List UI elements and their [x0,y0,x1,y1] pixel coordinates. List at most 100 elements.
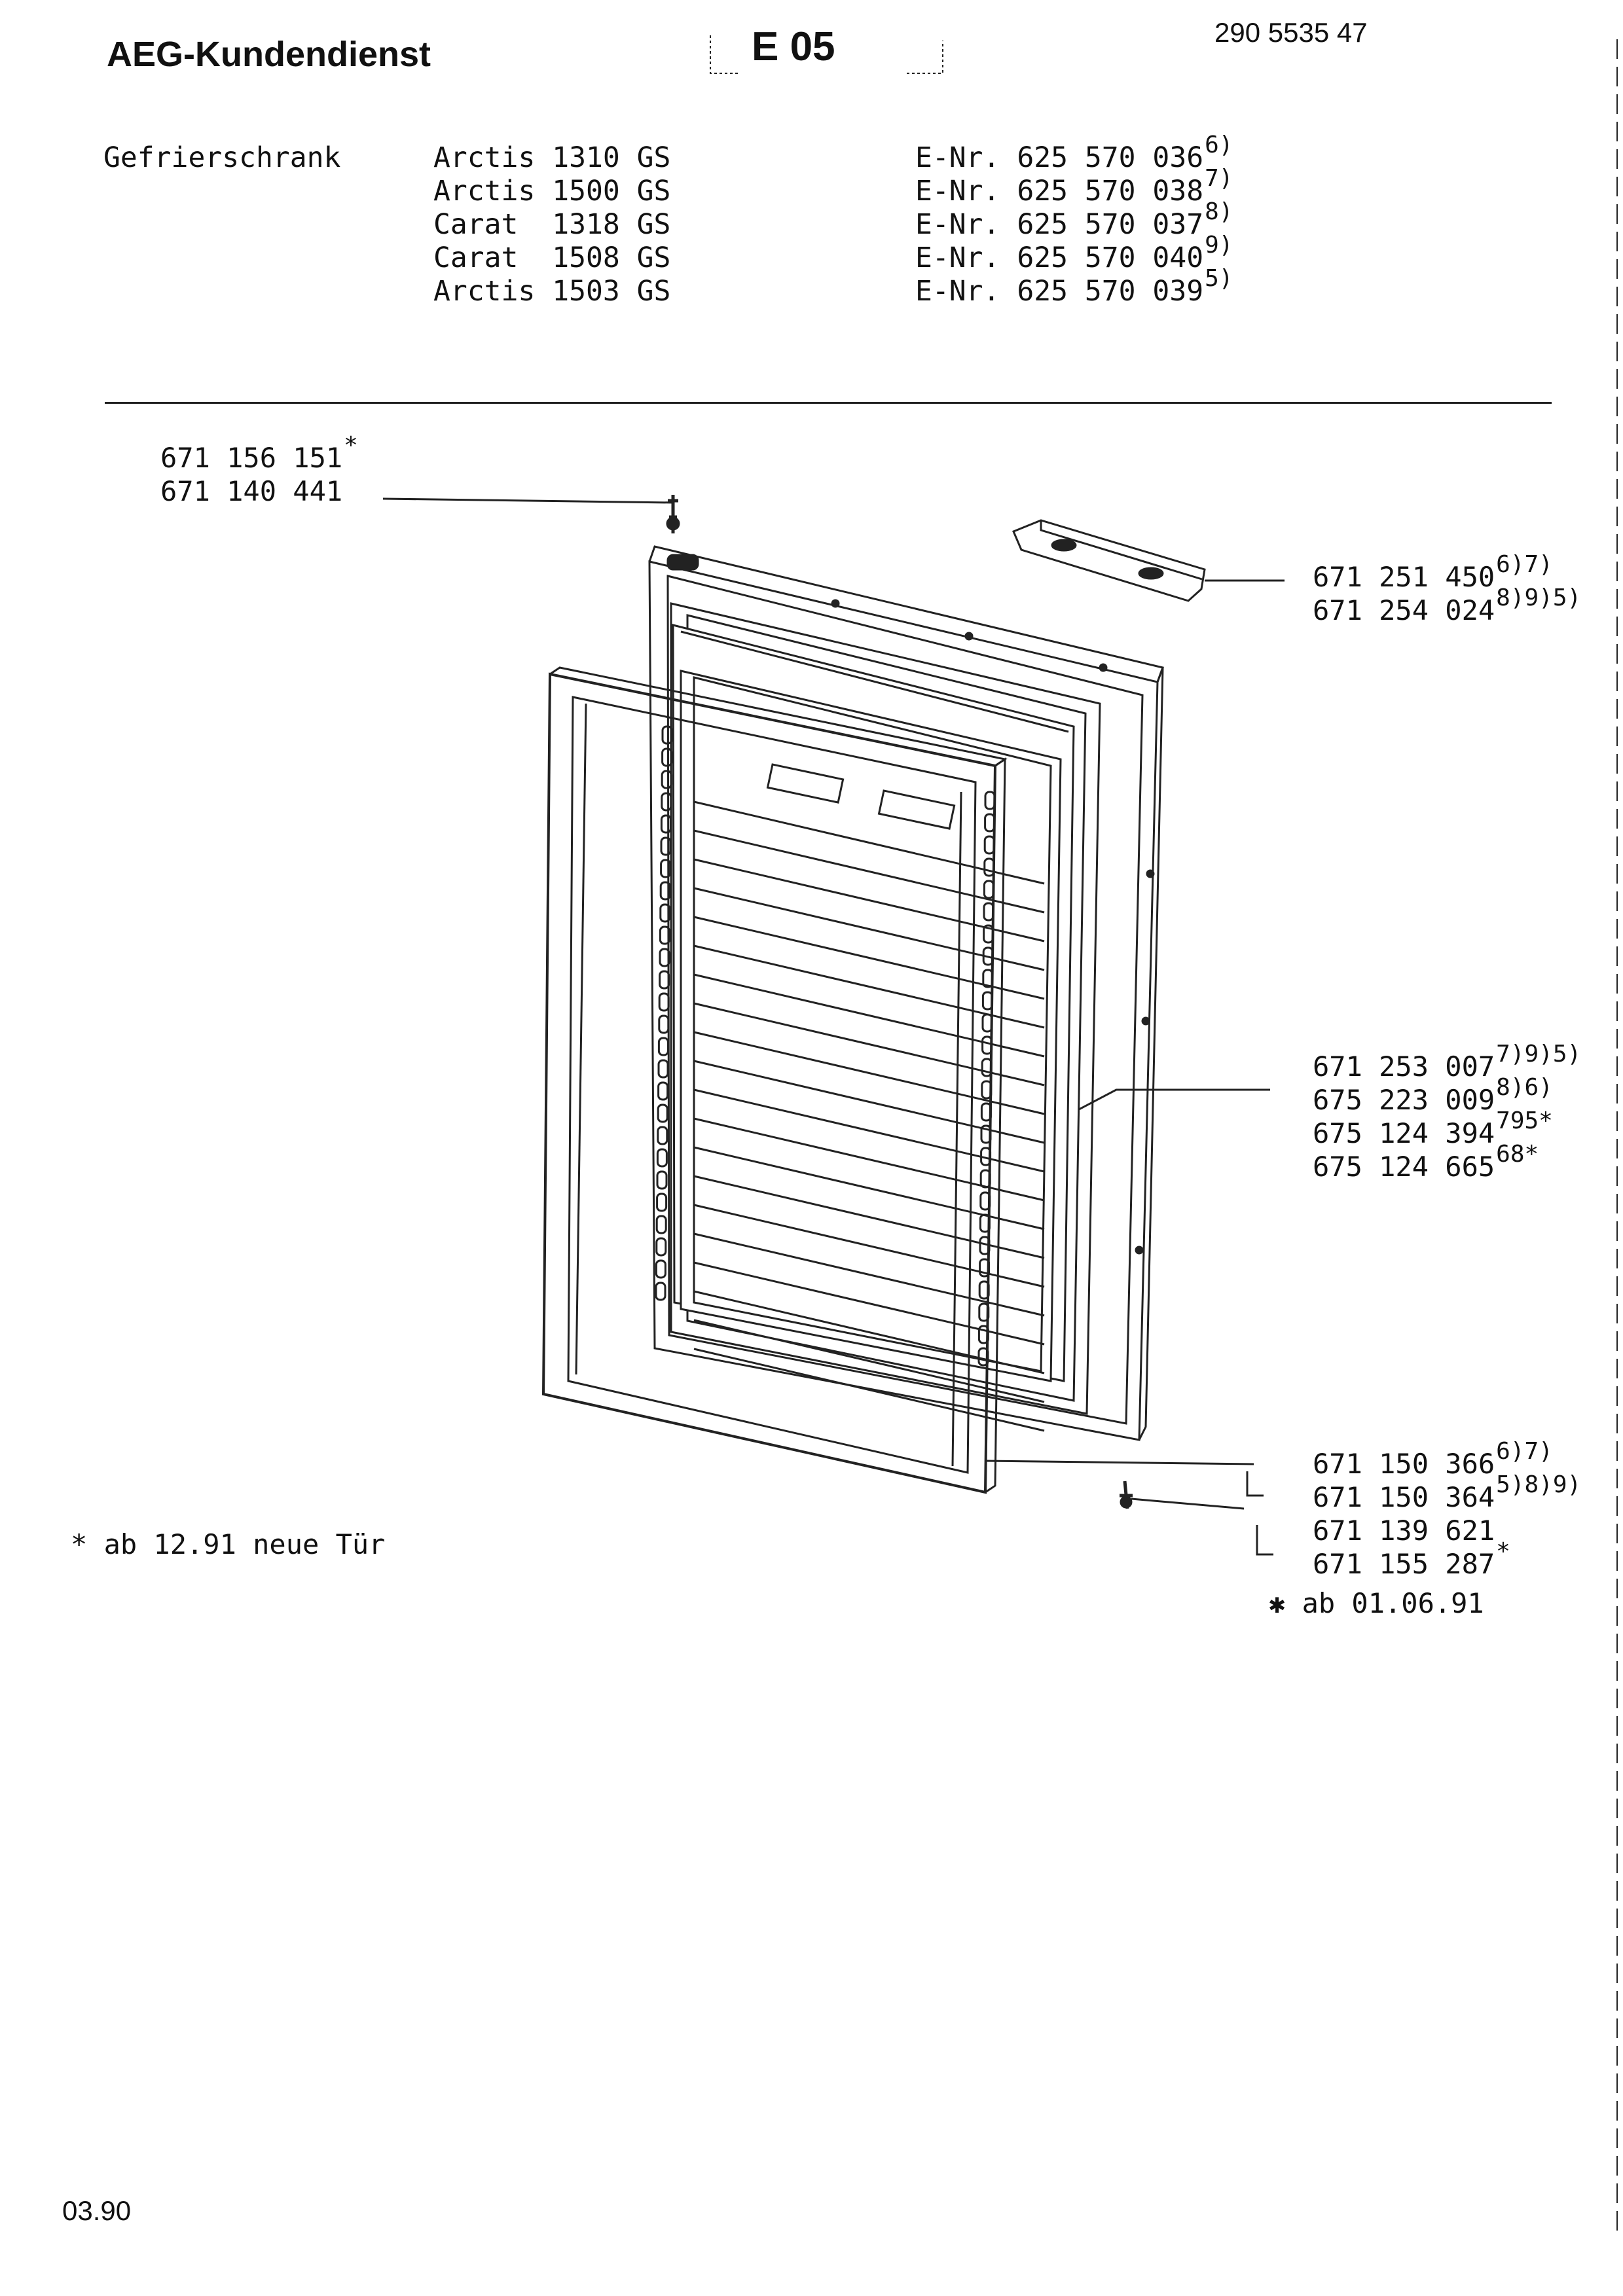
gasket-tooth [982,946,994,966]
hinge-pin-top [382,495,680,533]
gasket-tooth [658,1014,670,1034]
gasket-tooth [656,1193,668,1212]
gasket-tooth [983,880,994,899]
door-leader-line [1078,1088,1270,1111]
gasket-tooth [659,925,670,945]
panel-rib [693,1261,1045,1346]
gasket-tooth [977,1325,989,1344]
part-number: 671 139 621 [1313,1515,1495,1547]
gasket-tooth [659,903,671,923]
gasket-tooth [981,1058,993,1077]
footer-date: 03.90 [62,2195,132,2226]
part-note: 6)7) [1496,1438,1553,1465]
gasket-tooth [659,881,671,901]
part-number: 671 254 024 [1313,594,1495,626]
enr-number: E-Nr. 625 570 037 [915,208,1204,241]
part-number: 671 253 007 [1313,1050,1495,1083]
gasket-tooth [981,1080,993,1100]
gasket-tooth [983,902,994,922]
part-number: 671 140 441 [160,475,343,507]
gasket-tooth [978,1280,990,1300]
gasket-tooth [979,1213,991,1233]
gasket-teeth [977,791,996,1367]
panel-rib [693,800,1045,885]
gasket-tooth [981,1013,993,1033]
model-name: Arctis 1500 GS [433,175,671,207]
gasket-tooth [657,1059,669,1079]
gasket-tooth [661,792,672,812]
model-name: Carat 1508 GS [433,242,671,274]
gasket-tooth [979,1169,991,1189]
model-list: Arctis 1310 GS Arctis 1500 GS Carat 1318… [433,141,670,308]
door-handle [1012,519,1285,602]
enr-number: E-Nr. 625 570 038 [915,175,1204,207]
part-list-handle: 671 251 4506)7) 671 254 0248)9)5) [1313,551,1582,628]
brand-title: AEG-Kundendienst [107,35,431,74]
part-number: 671 156 151 [160,442,343,474]
part-number: 671 155 287 [1313,1548,1495,1580]
gasket-tooth [661,770,672,789]
enr-note: 5) [1205,265,1233,292]
gasket-tooth [655,1215,667,1234]
gasket-tooth [660,859,672,878]
part-note: 8)9)5) [1496,584,1582,611]
enr-number: E-Nr. 625 570 036 [915,141,1204,174]
panel-rib [693,1204,1045,1288]
enr-number: E-Nr. 625 570 040 [915,242,1204,274]
panel-rib [693,916,1045,1000]
enr-note: 7) [1205,165,1233,192]
gasket-tooth [655,1282,666,1301]
section-code: E 05 [752,24,835,69]
gasket-tooth [979,1236,991,1255]
panel-rib [693,829,1045,914]
panel-rib [693,858,1045,942]
panel-rib [693,887,1045,971]
gasket-tooth [981,991,993,1011]
enr-number: E-Nr. 625 570 039 [915,275,1204,308]
gasket-tooth [983,835,995,855]
door-inner-panel [680,670,1062,1432]
part-number: 675 223 009 [1313,1084,1495,1116]
part-list-hinge-top: 671 156 151* 671 140 441 [160,432,358,509]
door-gasket-frame [541,666,1008,1494]
gasket-tooth [984,813,996,833]
gasket-tooth [983,857,995,877]
gasket-tooth [655,1237,667,1257]
part-number: 671 251 450 [1313,561,1495,593]
gasket-tooth [656,1170,668,1190]
part-note: 7)9)5) [1496,1041,1582,1067]
gasket-tooth [658,992,670,1012]
part-number: 671 150 364 [1313,1481,1495,1513]
gasket-tooth [983,924,994,944]
gasket-tooth [660,814,672,834]
gasket-tooth [978,1302,990,1322]
gasket-tooth [659,948,670,967]
panel-rib [693,1175,1045,1259]
panel-rib [693,1232,1045,1317]
product-category: Gefrierschrank [103,141,341,174]
panel-rib [693,973,1045,1058]
separator-rule [105,402,1552,404]
gasket-tooth [655,1259,666,1279]
part-note: * [1496,1538,1510,1565]
gasket-tooth [656,1148,668,1168]
gasket-tooth [661,725,673,745]
panel-rib [693,1002,1045,1086]
gasket-tooth [980,1124,992,1144]
gasket-teeth [655,725,673,1301]
panel-rib [693,1088,1045,1173]
hinge-bottom-footnote: ✱ ab 01.06.91 [1269,1587,1484,1619]
footnote-new-door: * ab 12.91 neue Tür [71,1528,386,1560]
part-note: * [344,432,358,459]
gasket-tooth [659,970,670,990]
gasket-tooth [657,1081,669,1101]
gasket-tooth [984,791,996,810]
model-name: Arctis 1310 GS [433,141,671,174]
part-number: 675 124 665 [1313,1151,1495,1183]
gasket-tooth [979,1258,991,1278]
part-note: 795* [1496,1107,1553,1134]
gasket-tooth [657,1103,668,1123]
part-note: 5)8)9) [1496,1471,1582,1498]
part-list-hinge-bottom: 671 150 3666)7) 671 150 3645)8)9) 671 13… [1313,1438,1582,1581]
